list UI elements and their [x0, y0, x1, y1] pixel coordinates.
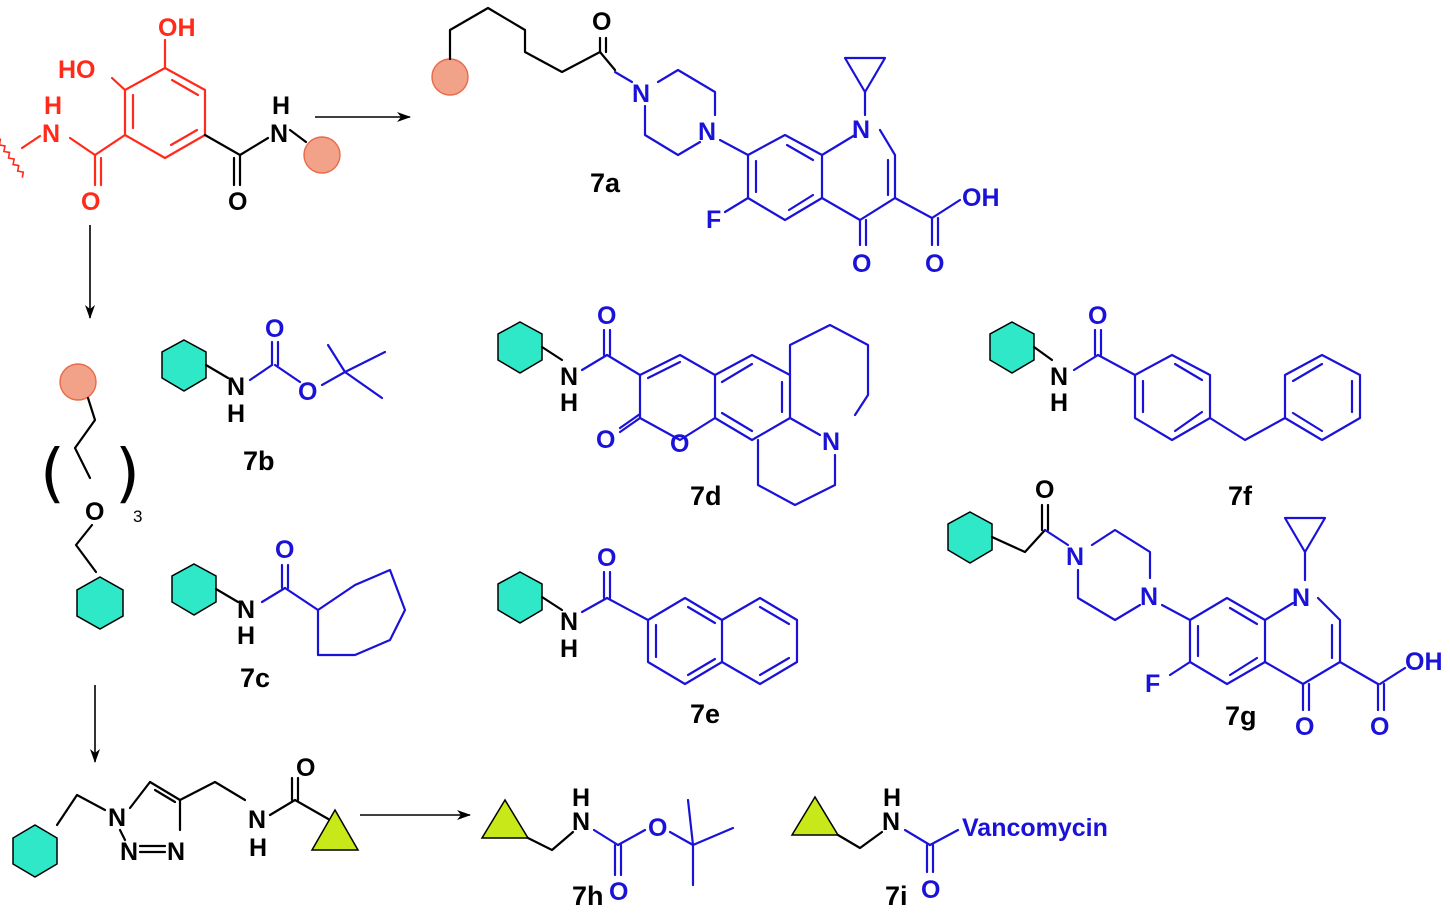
triazole-nitrogen-2: N: [120, 838, 138, 866]
acid-oxygen: O: [1370, 713, 1389, 741]
carbonyl-oxygen: O: [1035, 476, 1054, 504]
compound-7a: O N N N O O OH F 7a: [431, 6, 1000, 278]
cyclohexane-hexagon: [947, 511, 993, 564]
carbamate-hydrogen: H: [572, 784, 590, 812]
triazole-intermediate: N N N N H O: [12, 754, 360, 878]
cyclopropane-triangle: [790, 795, 840, 836]
piperazine-nitrogen-top: N: [632, 80, 650, 108]
label-7b: 7b: [243, 446, 275, 476]
ether-oxygen: O: [85, 498, 104, 526]
cyclohexane-hexagon: [76, 576, 124, 630]
quinolone-nitrogen: N: [852, 116, 870, 144]
carbamate-hydrogen: H: [227, 400, 245, 428]
amide-hydrogen: H: [560, 389, 578, 417]
label-7e: 7e: [690, 699, 720, 729]
amide-hydrogen: H: [560, 635, 578, 663]
compound-7c: N H O 7c: [171, 536, 407, 693]
repeat-count: 3: [133, 507, 142, 526]
cyclohexane-hexagon: [497, 571, 543, 624]
piperazine-nitrogen-bottom: N: [698, 118, 716, 146]
ketone-oxygen: O: [852, 250, 871, 278]
attachment-circle: [431, 58, 469, 96]
amide-nitrogen: N: [237, 596, 255, 624]
label-7h: 7h: [572, 881, 604, 911]
carbonyl-oxygen: O: [1088, 302, 1107, 330]
ring-oxygen: O: [670, 430, 689, 458]
label-7a: 7a: [590, 168, 621, 198]
cyclopropane-triangle: [480, 798, 530, 839]
cyclopropane-triangle: [310, 808, 360, 851]
carbonyl-oxygen: O: [921, 876, 940, 904]
amide-nitrogen: N: [248, 806, 266, 834]
compound-7e: N H O 7e: [497, 544, 799, 729]
carbonyl-oxygen: O: [296, 754, 315, 782]
carbamate-nitrogen: N: [227, 373, 245, 401]
compound-7h: N H O O 7h: [480, 784, 735, 911]
amide-nitrogen-right: N: [270, 120, 288, 148]
vancomycin-label: Vancomycin: [962, 814, 1108, 842]
piperazine-nitrogen-bottom: N: [1140, 583, 1158, 611]
amide-hydrogen: H: [237, 622, 255, 650]
compound-7g: O N N N O O OH F 7g: [947, 476, 1443, 741]
fluorine: F: [706, 206, 721, 234]
peg-linker: O ( ) 3: [40, 363, 142, 630]
cyclohexane-hexagon: [12, 824, 58, 878]
carbonyl-oxygen: O: [597, 544, 616, 572]
left-paren: (: [40, 437, 65, 511]
carbonyl-oxygen: O: [597, 302, 616, 330]
cyclohexane-hexagon: [161, 339, 207, 392]
amide-oxygen-left: O: [81, 188, 100, 216]
lactone-oxygen: O: [596, 426, 615, 454]
core-scaffold: OH HO O N H O N H: [0, 14, 341, 216]
amide-nitrogen: N: [1050, 363, 1068, 391]
cyclohexane-hexagon: [989, 321, 1035, 374]
compound-7d: N H O O O N 7d: [497, 302, 870, 511]
acid-hydroxyl: OH: [962, 184, 1000, 212]
amide-hydrogen: H: [883, 784, 901, 812]
acid-oxygen: O: [925, 250, 944, 278]
amide-nitrogen: N: [882, 808, 900, 836]
attachment-circle: [303, 136, 341, 174]
hydroxyl-label-left: HO: [58, 56, 96, 84]
label-7d: 7d: [690, 481, 722, 511]
compound-7f: N H O 7f: [989, 302, 1362, 511]
amide-hydrogen: H: [1050, 389, 1068, 417]
ester-oxygen: O: [298, 378, 317, 406]
attachment-circle: [59, 363, 97, 401]
amide-oxygen-right: O: [228, 188, 247, 216]
amide-hydrogen-right: H: [272, 92, 290, 120]
ester-oxygen: O: [648, 814, 667, 842]
triazole-nitrogen-3: N: [167, 838, 185, 866]
compound-7b: N H O O 7b: [161, 315, 387, 476]
carbamate-nitrogen: N: [572, 808, 590, 836]
ketone-oxygen: O: [1295, 713, 1314, 741]
amide-hydrogen-left: H: [44, 92, 62, 120]
carbonyl-oxygen: O: [609, 878, 628, 906]
carbonyl-oxygen: O: [265, 315, 284, 343]
triazole-nitrogen-1: N: [108, 804, 126, 832]
compound-7i: N H O Vancomycin 7i: [790, 784, 1108, 911]
label-7f: 7f: [1228, 481, 1253, 511]
right-paren: ): [115, 437, 140, 511]
carbonyl-oxygen: O: [592, 8, 611, 36]
quinolone-nitrogen: N: [1292, 584, 1310, 612]
label-7g: 7g: [1225, 701, 1257, 731]
hydroxyl-label-top: OH: [158, 14, 196, 42]
label-7i: 7i: [885, 881, 908, 911]
amide-hydrogen: H: [249, 834, 267, 862]
amide-nitrogen-left: N: [42, 120, 60, 148]
cyclohexane-hexagon: [497, 321, 543, 374]
julolidine-nitrogen: N: [822, 428, 840, 456]
carbonyl-oxygen: O: [275, 536, 294, 564]
amide-nitrogen: N: [560, 363, 578, 391]
piperazine-nitrogen-top: N: [1066, 543, 1084, 571]
amide-nitrogen: N: [560, 608, 578, 636]
acid-hydroxyl: OH: [1405, 648, 1443, 676]
cyclohexane-hexagon: [171, 563, 217, 616]
fluorine: F: [1145, 670, 1160, 698]
label-7c: 7c: [240, 663, 270, 693]
